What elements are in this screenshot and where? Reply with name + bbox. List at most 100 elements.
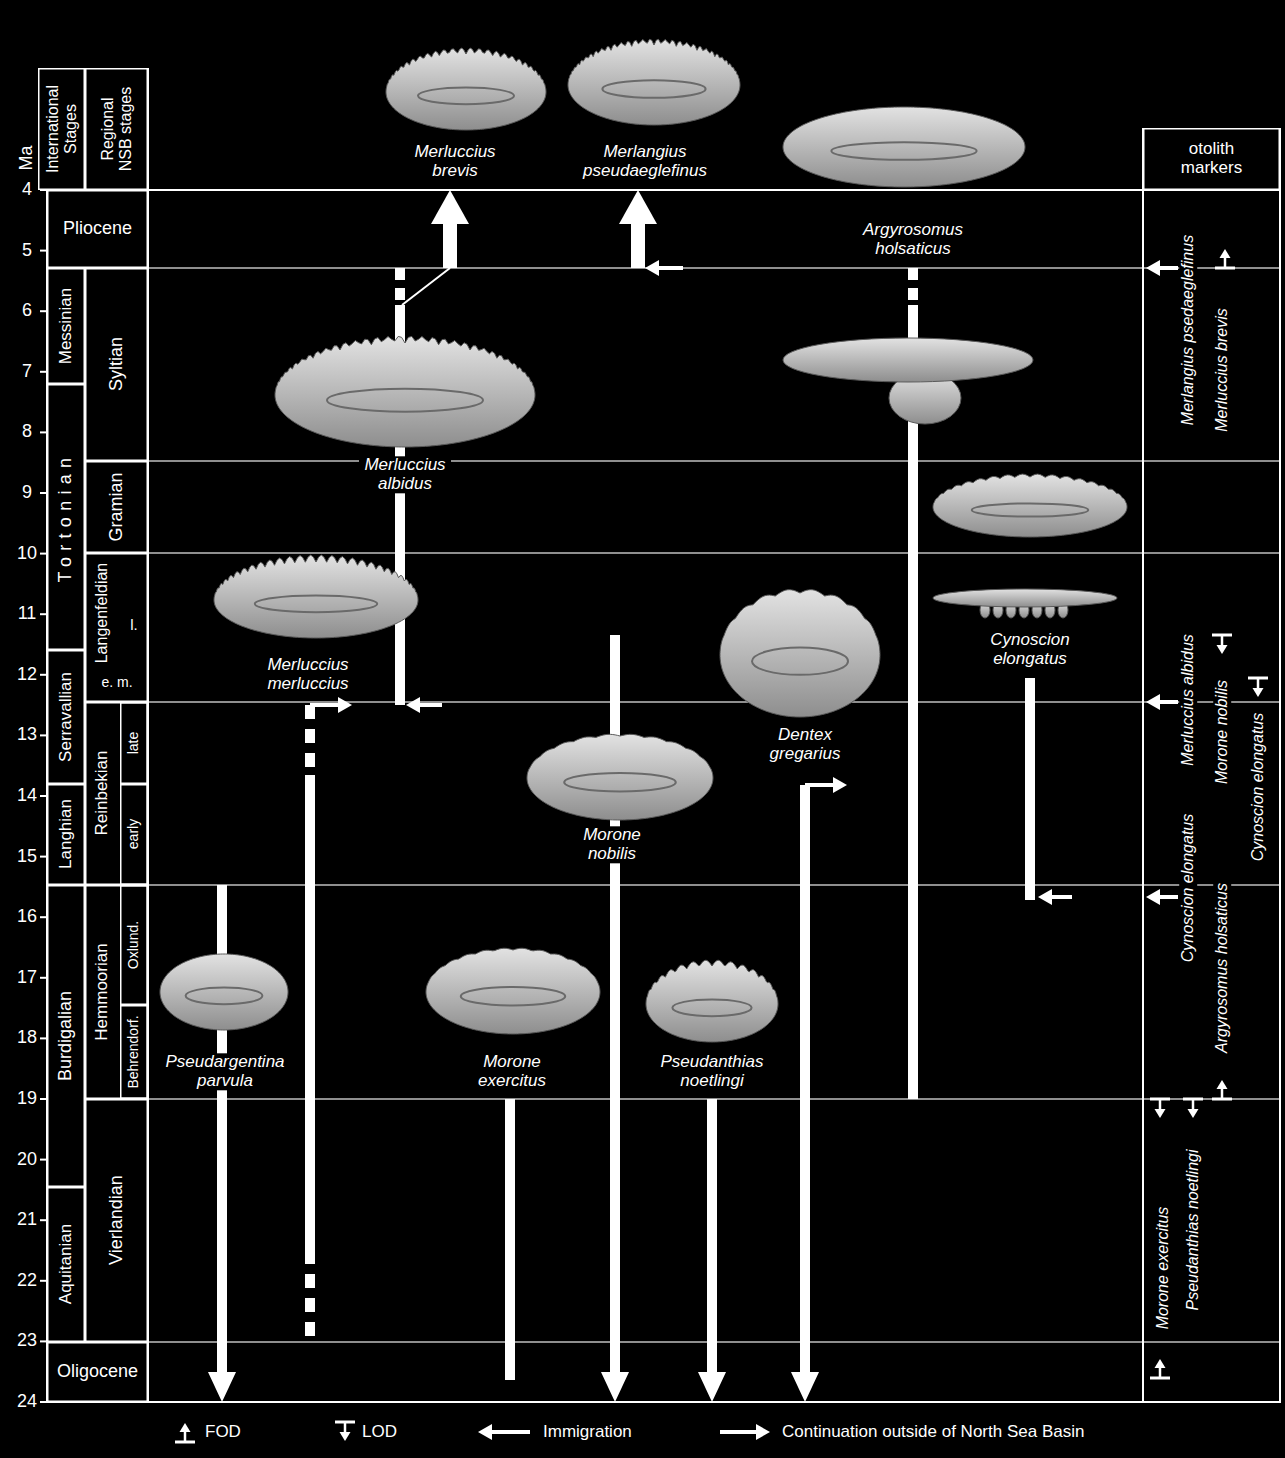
otolith-image xyxy=(783,107,1025,187)
marker-name: Argyrosomus holsaticus xyxy=(1213,881,1231,1055)
range-bar xyxy=(305,1250,315,1264)
stage-name: Aquitanian xyxy=(57,1224,76,1304)
arrow-head xyxy=(431,190,469,224)
stage-name: Syltian xyxy=(107,337,127,391)
otolith-image xyxy=(527,734,713,820)
axis-tick xyxy=(40,856,47,858)
stage-cell: Syltian xyxy=(85,268,148,461)
axis-number: 10 xyxy=(17,544,37,564)
arrow-head xyxy=(208,1372,236,1402)
immigration-arrow-head xyxy=(406,697,420,713)
stage-cell: Regional NSB stages xyxy=(85,68,148,190)
range-bar xyxy=(707,1099,717,1375)
immigration-arrow-head xyxy=(1146,260,1160,276)
stage-name: Gramian xyxy=(107,472,127,541)
chart-frame xyxy=(47,190,1280,1402)
grid-line xyxy=(148,884,1280,886)
grid-line xyxy=(148,552,1280,554)
axis-number: 8 xyxy=(22,422,32,442)
axis-number: 20 xyxy=(17,1150,37,1170)
otolith-sulcus xyxy=(672,999,751,1016)
lod-symbol xyxy=(344,1422,347,1432)
stage-name: Oxlund. xyxy=(126,921,141,969)
legend-text: FOD xyxy=(205,1423,241,1442)
otolith-sulcus xyxy=(186,987,263,1004)
column-line xyxy=(1142,128,1144,1402)
range-bar xyxy=(305,1298,315,1312)
axis-number: 24 xyxy=(17,1392,37,1412)
arrow-head xyxy=(1217,1080,1228,1089)
species-name: Dentex gregarius xyxy=(765,726,846,763)
axis-number: 22 xyxy=(17,1271,37,1291)
fod-symbol xyxy=(1221,1089,1224,1099)
range-bar xyxy=(800,785,810,1375)
arrow-head xyxy=(1155,1109,1166,1118)
legend-text: Immigration xyxy=(543,1423,632,1442)
stage-name: Serravallian xyxy=(57,672,76,762)
stage-name: Langhian xyxy=(57,799,76,869)
marker-name: Morone nobilis xyxy=(1213,678,1231,786)
column-line xyxy=(1279,128,1281,1402)
range-bar xyxy=(908,288,918,300)
otolith-image xyxy=(933,589,1117,607)
stage-cell: Gramian xyxy=(85,461,148,553)
axis-tick xyxy=(40,977,47,979)
otolith-sulcus xyxy=(564,773,676,791)
arrow-head xyxy=(180,1423,191,1432)
axis-number: 15 xyxy=(17,847,37,867)
stage-cell: Tortonian xyxy=(47,384,85,650)
axis-tick xyxy=(40,1159,47,1161)
lod-symbol xyxy=(1221,635,1224,645)
stage-name: Behrendorf. xyxy=(126,1015,141,1088)
arrow-head xyxy=(698,1372,726,1402)
marker-name: Cynoscion elongatus xyxy=(1249,711,1267,864)
range-bar xyxy=(1025,678,1035,900)
immigration-arrow-head xyxy=(1146,694,1160,710)
arrow-head xyxy=(619,190,657,224)
stage-name: early xyxy=(126,819,141,849)
range-bar xyxy=(908,268,918,280)
otolith-sulcus xyxy=(418,87,514,104)
species-name: Pseudargentina parvula xyxy=(160,1053,290,1090)
continuation-arrow xyxy=(310,703,338,707)
otolith-sulcus xyxy=(752,648,848,675)
arrow-head xyxy=(791,1372,819,1402)
continuation-arrow xyxy=(805,783,833,787)
axis-number: 9 xyxy=(22,483,32,503)
immigration-arrow xyxy=(1160,266,1178,270)
grid-line xyxy=(148,701,1280,703)
axis-number: 18 xyxy=(17,1028,37,1048)
stage-cell: Oxlund. xyxy=(120,885,148,1005)
immigration-arrow xyxy=(659,266,683,270)
species-name: Morone exercitus xyxy=(473,1053,552,1090)
axis-tick xyxy=(40,371,47,373)
immigration-arrow xyxy=(1160,895,1178,899)
stage-name: e. m. xyxy=(101,675,132,690)
axis-number: 19 xyxy=(17,1089,37,1109)
legend-text: LOD xyxy=(362,1423,397,1442)
otolith-image xyxy=(568,39,740,125)
immigration-arrow-head xyxy=(645,260,659,276)
stage-name: Hemmoorian xyxy=(93,943,112,1040)
otolith-image xyxy=(160,954,288,1030)
arrow-head xyxy=(1220,249,1231,258)
otolith-sulcus xyxy=(327,389,483,412)
legend-arrow-head xyxy=(756,1424,770,1440)
range-bar xyxy=(305,729,315,743)
stage-cell: International Stages xyxy=(38,68,85,190)
marker-name: Merluccius albidus xyxy=(1179,632,1197,768)
immigration-arrow xyxy=(1160,700,1178,704)
marker-name: Pseudanthias noetlingi xyxy=(1184,1147,1202,1312)
otolith-image xyxy=(214,555,418,638)
stage-name: Oligocene xyxy=(57,1362,138,1382)
range-bar xyxy=(395,288,405,300)
lod-symbol xyxy=(1257,678,1260,688)
stage-cell: Langenfeldianl.e. m. xyxy=(85,553,148,702)
species-name: Pseudanthias noetlingi xyxy=(655,1053,769,1090)
range-bar xyxy=(305,1322,315,1336)
species-name: Merluccius merluccius xyxy=(262,656,354,693)
range-bar xyxy=(395,268,405,280)
stage-cell: late xyxy=(120,702,148,784)
